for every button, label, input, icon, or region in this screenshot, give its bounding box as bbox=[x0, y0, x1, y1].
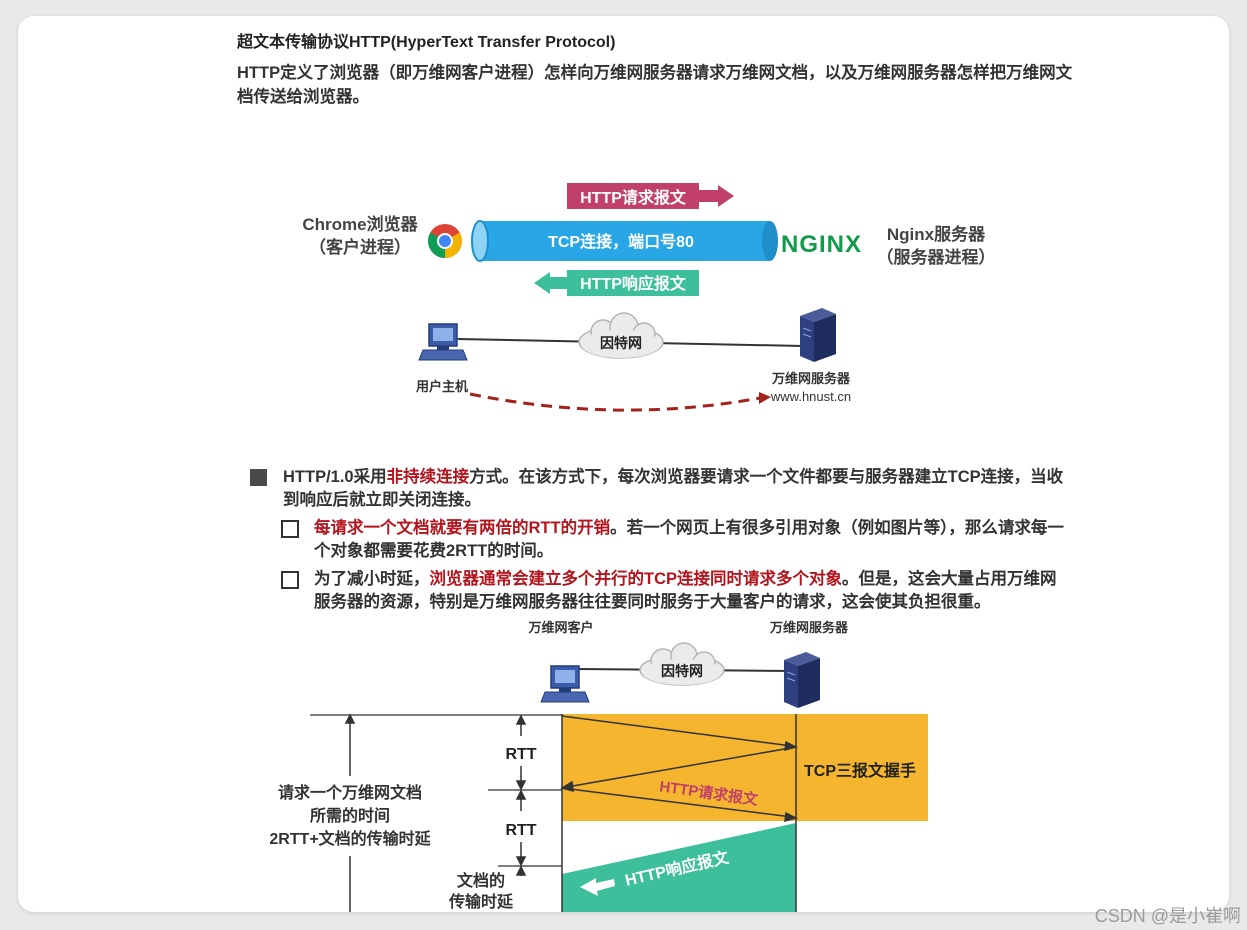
bullet-box-icon bbox=[281, 571, 299, 589]
intro-paragraph: HTTP定义了浏览器（即万维网客户进程）怎样向万维网服务器请求万维网文档，以及万… bbox=[237, 64, 1073, 106]
timing-client-label: 万维网客户 bbox=[527, 620, 593, 635]
http-overview-diagram: Chrome浏览器 （客户进程） HTTP请求报文 TCP连接，端口号80 bbox=[302, 183, 996, 412]
bullet-list: HTTP/1.0采用非持续连接方式。在该方式下，每次浏览器要请求一个文件都要与服… bbox=[250, 466, 1070, 614]
timing-internet-cloud-icon: 因特网 bbox=[639, 642, 725, 686]
client-label-line2: （客户进程） bbox=[309, 237, 411, 257]
timing-cloud-label: 因特网 bbox=[661, 663, 703, 679]
internet-cloud-icon: 因特网 bbox=[578, 312, 664, 359]
bullet-nonpersistent: HTTP/1.0采用非持续连接方式。在该方式下，每次浏览器要请求一个文件都要与服… bbox=[250, 466, 1070, 512]
total-time-line3: 2RTT+文档的传输时延 bbox=[269, 829, 431, 848]
timing-client-pc-icon bbox=[540, 665, 590, 703]
server-label-line1: Nginx服务器 bbox=[887, 224, 986, 244]
bullet-box-icon bbox=[281, 520, 299, 538]
http-request-arrow: HTTP请求报文 bbox=[567, 183, 734, 209]
http-response-arrow: HTTP响应报文 bbox=[534, 270, 699, 296]
internet-cloud-label: 因特网 bbox=[600, 335, 642, 351]
user-host-pc-icon bbox=[418, 323, 468, 361]
server-label-line2: （服务器进程） bbox=[877, 247, 996, 267]
bullet-rtt-cost: 每请求一个文档就要有两倍的RTT的开销。若一个网页上有很多引用对象（例如图片等）… bbox=[281, 517, 1070, 563]
rtt-label-1: RTT bbox=[505, 746, 536, 763]
client-label-line1: Chrome浏览器 bbox=[302, 214, 418, 234]
timing-server-label: 万维网服务器 bbox=[769, 620, 849, 635]
web-server-label: 万维网服务器 bbox=[771, 371, 851, 386]
web-server-icon bbox=[800, 308, 836, 362]
http-response-band bbox=[562, 823, 796, 912]
bullet-square-icon bbox=[250, 469, 267, 486]
page-title: 超文本传输协议HTTP(HyperText Transfer Protocol) bbox=[237, 34, 616, 51]
rtt-arrows bbox=[344, 713, 527, 912]
dashed-curve-arrowhead bbox=[759, 392, 771, 404]
chrome-icon bbox=[428, 224, 462, 258]
tcp-handshake-label: TCP三报文握手 bbox=[804, 761, 916, 780]
http-timing-diagram: 万维网客户 万维网服务器 因特网 T bbox=[269, 620, 928, 912]
transfer-delay-line1: 文档的 bbox=[457, 871, 505, 890]
tcp-handshake-box bbox=[562, 714, 928, 821]
tcp-pipe-label: TCP连接，端口号80 bbox=[548, 232, 694, 251]
dashed-request-curve bbox=[469, 392, 761, 412]
user-host-label: 用户主机 bbox=[415, 379, 468, 394]
slide-card: 超文本传输协议HTTP(HyperText Transfer Protocol)… bbox=[18, 16, 1229, 912]
total-time-line2: 所需的时间 bbox=[310, 806, 390, 825]
csdn-watermark: CSDN @是小崔啊 bbox=[1094, 906, 1241, 926]
rtt-label-2: RTT bbox=[505, 822, 536, 839]
http-response-label: HTTP响应报文 bbox=[580, 274, 687, 293]
total-time-line1: 请求一个万维网文档 bbox=[278, 783, 422, 802]
web-server-domain: www.hnust.cn bbox=[770, 389, 851, 404]
nginx-logo: NGINX bbox=[781, 231, 862, 258]
timing-server-icon bbox=[784, 652, 820, 708]
http-request-label: HTTP请求报文 bbox=[580, 188, 687, 207]
tcp-pipe: TCP连接，端口号80 bbox=[471, 220, 778, 262]
response-arrow-icon bbox=[580, 878, 615, 896]
transfer-delay-line2: 传输时延 bbox=[448, 892, 514, 911]
handshake-messages bbox=[560, 715, 799, 823]
bullet-parallel-tcp: 为了减小时延，浏览器通常会建立多个并行的TCP连接同时请求多个对象。但是，这会大… bbox=[281, 568, 1070, 614]
